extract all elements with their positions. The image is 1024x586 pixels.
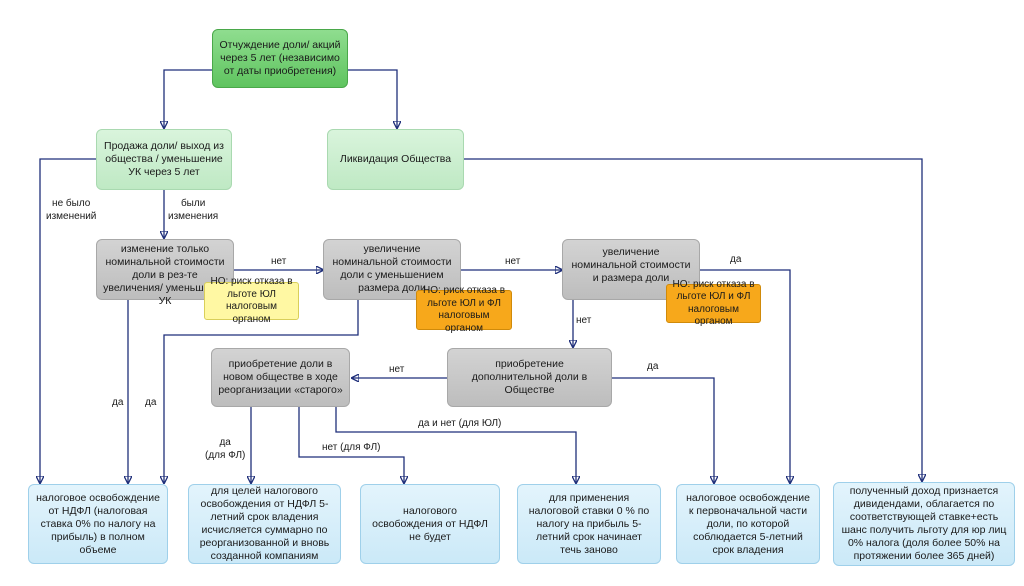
label-net-4: нет (389, 364, 405, 375)
risk-note-orange-1-text: НО: риск отказа в льготе ЮЛ и ФЛ налогов… (422, 285, 506, 334)
arrow-reorg-ul (335, 407, 576, 483)
outcome-full-exemption: налоговое освобождение от НДФЛ (налогова… (28, 484, 168, 564)
arrow-root-to-sale (164, 69, 212, 128)
outcome-no-exemption: налогового освобождения от НДФЛ не будет (360, 484, 500, 564)
arrow-incdec-da (164, 300, 359, 483)
arrow-reorg-net-fl (298, 407, 404, 483)
outcome-restart: для применения налоговой ставки 0 % по н… (517, 484, 661, 564)
arrow-liquidation-to-dividends (464, 158, 922, 481)
size-node: увеличение номинальной стоимости и разме… (562, 239, 700, 300)
risk-note-orange-2: НО: риск отказа в льготе ЮЛ и ФЛ налогов… (666, 279, 761, 327)
root-node-text: Отчуждение доли/ акций через 5 лет (неза… (219, 39, 341, 77)
reorg-node-text: приобретение доли в новом обществе в ход… (218, 358, 343, 396)
arrow-size-da (700, 269, 790, 483)
nominal-only-node-text: изменение только номинальной стоимости д… (103, 243, 227, 307)
additional-node: приобретение дополнительной доли в Общес… (447, 348, 612, 407)
sale-node: Продажа доли/ выход из общества / уменьш… (96, 129, 232, 190)
label-no-changes: не было изменений (46, 198, 97, 222)
size-node-text: увеличение номинальной стоимости и разме… (571, 246, 691, 284)
outcome-summed-period-text: для целей налогового освобождения от НДФ… (199, 485, 330, 562)
risk-note-orange-1: НО: риск отказа в льготе ЮЛ и ФЛ налогов… (416, 285, 512, 334)
incdec-node: увеличение номинальной стоимости доли с … (323, 239, 461, 300)
label-net-fl: нет (для ФЛ) (322, 442, 381, 453)
outcome-restart-text: для применения налоговой ставки 0 % по н… (528, 491, 650, 556)
outcome-summed-period: для целей налогового освобождения от НДФ… (188, 484, 341, 564)
label-net-3: нет (576, 315, 592, 326)
label-da-3: да (730, 254, 742, 265)
outcome-dividends-text: полученный доход признается дивидендами,… (841, 485, 1007, 562)
liquidation-node-text: Ликвидация Общества (339, 153, 452, 165)
risk-note-yellow: НО: риск отказа в льготе ЮЛ налоговым ор… (204, 276, 299, 325)
incdec-node-text: увеличение номинальной стоимости доли с … (332, 243, 452, 294)
label-da-4: да (647, 361, 659, 372)
label-da-2: да (145, 397, 157, 408)
outcome-no-exemption-text: налогового освобождения от НДФЛ не будет (372, 504, 488, 543)
label-da-1: да (112, 397, 124, 408)
reorg-node: приобретение доли в новом обществе в ход… (211, 348, 350, 407)
arrow-additional-da (612, 377, 714, 483)
nominal-only-node: изменение только номинальной стоимости д… (96, 239, 234, 307)
outcome-full-exemption-text: налоговое освобождение от НДФЛ (налогова… (36, 491, 160, 556)
root-node: Отчуждение доли/ акций через 5 лет (неза… (212, 29, 348, 88)
arrow-root-to-liquidation (348, 69, 397, 128)
risk-note-orange-2-text: НО: риск отказа в льготе ЮЛ и ФЛ налогов… (672, 278, 755, 328)
outcome-partial-text: налоговое освобождение к первоначальной … (686, 491, 810, 556)
additional-node-text: приобретение дополнительной доли в Общес… (471, 358, 588, 396)
arrow-sale-to-full-exemption (40, 158, 98, 483)
label-da-net-ul: да и нет (для ЮЛ) (418, 418, 502, 429)
risk-note-yellow-text: НО: риск отказа в льготе ЮЛ налоговым ор… (210, 276, 293, 325)
liquidation-node: Ликвидация Общества (327, 129, 464, 190)
outcome-partial: налоговое освобождение к первоначальной … (676, 484, 820, 564)
label-net-2: нет (505, 256, 521, 267)
sale-node-text: Продажа доли/ выход из общества / уменьш… (104, 140, 224, 178)
outcome-dividends: полученный доход признается дивидендами,… (833, 482, 1015, 566)
label-were-changes: были изменения (168, 198, 219, 222)
label-net-1: нет (271, 256, 287, 267)
label-da-fl: да (для ФЛ) (205, 437, 246, 461)
